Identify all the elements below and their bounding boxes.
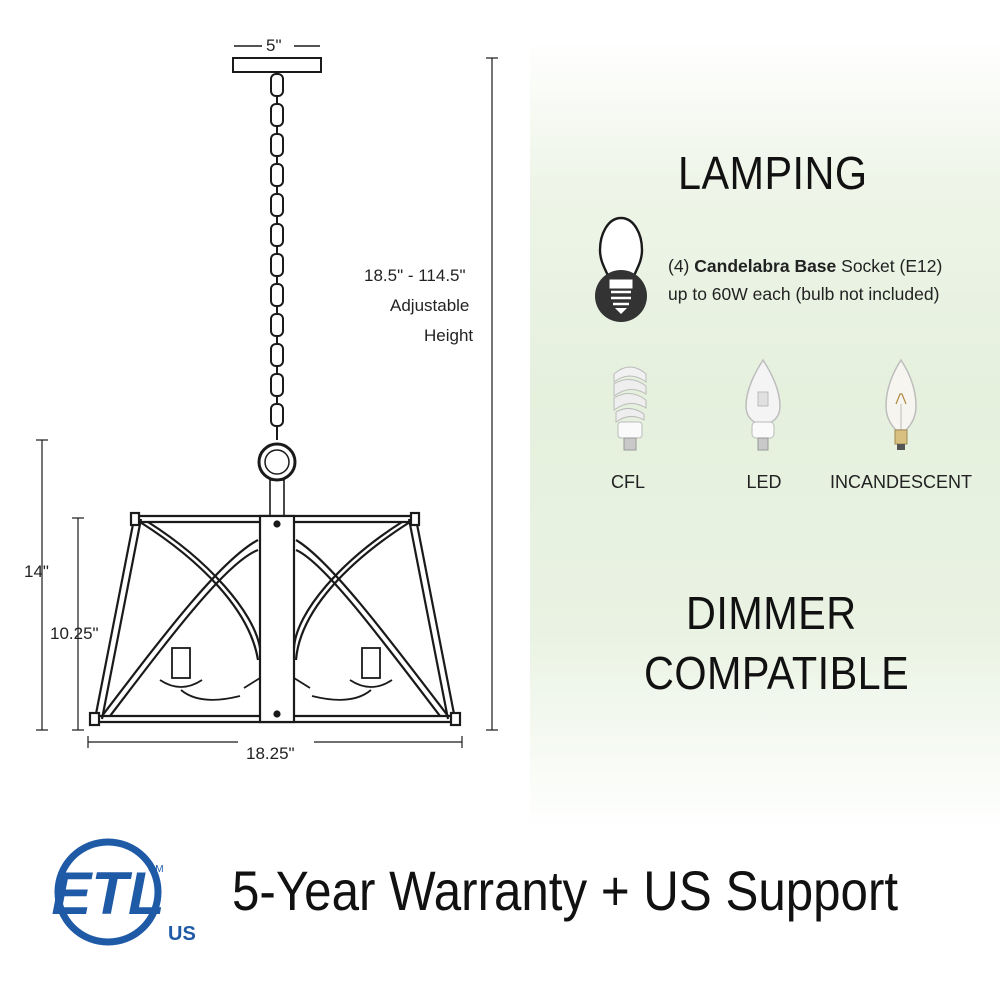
adjustable-label: Adjustable (390, 296, 470, 315)
etl-mark: ETL (51, 860, 164, 927)
etl-us: US (168, 923, 196, 945)
candelabra-socket-icon (595, 216, 647, 322)
etl-certification-logo: ETL CM US (51, 838, 196, 946)
cfl-bulb-icon (613, 366, 647, 451)
bulb-label-led: LED (746, 472, 782, 492)
led-bulb-icon (745, 358, 781, 451)
socket-line: (4) Candelabra Base Socket (E12) (668, 252, 988, 280)
downrod (269, 479, 285, 517)
socket-type: Candelabra Base (694, 256, 837, 276)
body-height-label: 10.25" (50, 624, 99, 643)
socket-suffix: Socket (E12) (841, 256, 943, 276)
pendant-fixture-diagram (36, 45, 498, 748)
height-label: Height (424, 326, 474, 345)
adjustable-height-range-label: 18.5" - 114.5" (364, 266, 466, 285)
incandescent-bulb-icon (885, 358, 917, 450)
warranty-statement: 5-Year Warranty + US Support (232, 859, 899, 922)
bulb-label-incandescent: INCANDESCENT (830, 472, 973, 492)
dimmer-heading-line2: COMPATIBLE (644, 647, 910, 699)
overall-height-label: 14" (24, 562, 49, 581)
lamping-description: (4) Candelabra Base Socket (E12) up to 6… (668, 252, 988, 308)
candle-sockets (159, 647, 393, 701)
wattage-line: up to 60W each (bulb not included) (668, 284, 940, 304)
canopy-width-label: 5" (266, 36, 282, 55)
etl-cm: CM (148, 864, 164, 875)
cage (88, 511, 462, 727)
dimmer-heading-line1: DIMMER (686, 587, 857, 639)
bulb-label-cfl: CFL (610, 472, 645, 492)
canopy (232, 57, 322, 73)
lamping-heading: LAMPING (678, 147, 868, 199)
chain (270, 73, 284, 440)
socket-count: (4) (668, 256, 690, 276)
width-label: 18.25" (246, 744, 295, 763)
